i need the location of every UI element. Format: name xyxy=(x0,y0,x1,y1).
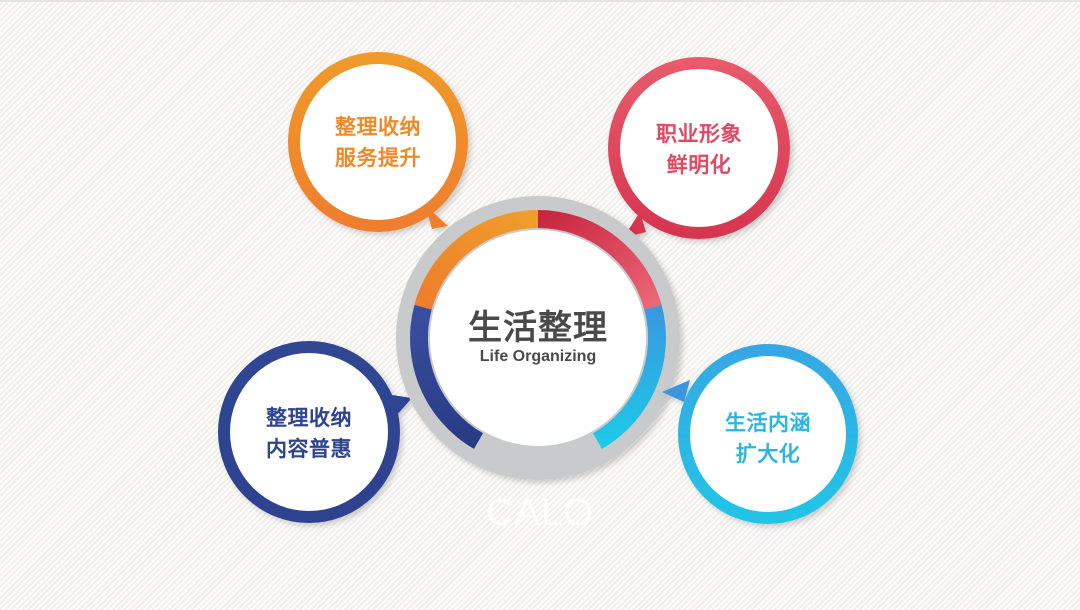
ring-segment-blue xyxy=(593,304,666,449)
bubble-top-left-line2: 服务提升 xyxy=(335,146,421,170)
bubble-top-left-shape xyxy=(288,52,468,232)
bubble-bottom-left-text: 整理收纳 内容普惠 xyxy=(234,403,384,465)
bubble-top-right-line2: 鲜明化 xyxy=(666,153,732,177)
bubble-bottom-right-shape xyxy=(662,344,858,524)
bubble-bottom-right-line2: 扩大化 xyxy=(735,442,801,466)
center-subtitle: Life Organizing xyxy=(479,348,597,365)
bubble-bottom-left-line2: 内容普惠 xyxy=(266,437,352,461)
ring-segment-orange xyxy=(414,210,538,310)
bubble-top-right-line1: 职业形象 xyxy=(656,122,742,146)
bubble-bottom-right-line1: 生活内涵 xyxy=(725,411,811,435)
bubble-bottom-right-text: 生活内涵 扩大化 xyxy=(693,408,843,470)
bubble-top-right-shape xyxy=(608,57,790,239)
bubble-bottom-left-shape xyxy=(218,341,412,523)
watermark: CALO xyxy=(486,492,594,534)
ring-segment-red xyxy=(538,210,662,310)
center-ring xyxy=(396,196,680,480)
bubble-top-left-line1: 整理收纳 xyxy=(335,115,421,139)
bubble-bottom-left-line1: 整理收纳 xyxy=(266,406,352,430)
bubble-top-left-text: 整理收纳 服务提升 xyxy=(303,112,453,174)
center-title: 生活整理 xyxy=(468,308,608,348)
ring-segment-navy xyxy=(410,304,483,449)
bubble-top-right-text: 职业形象 鲜明化 xyxy=(624,119,774,181)
top-border xyxy=(0,0,1080,2)
